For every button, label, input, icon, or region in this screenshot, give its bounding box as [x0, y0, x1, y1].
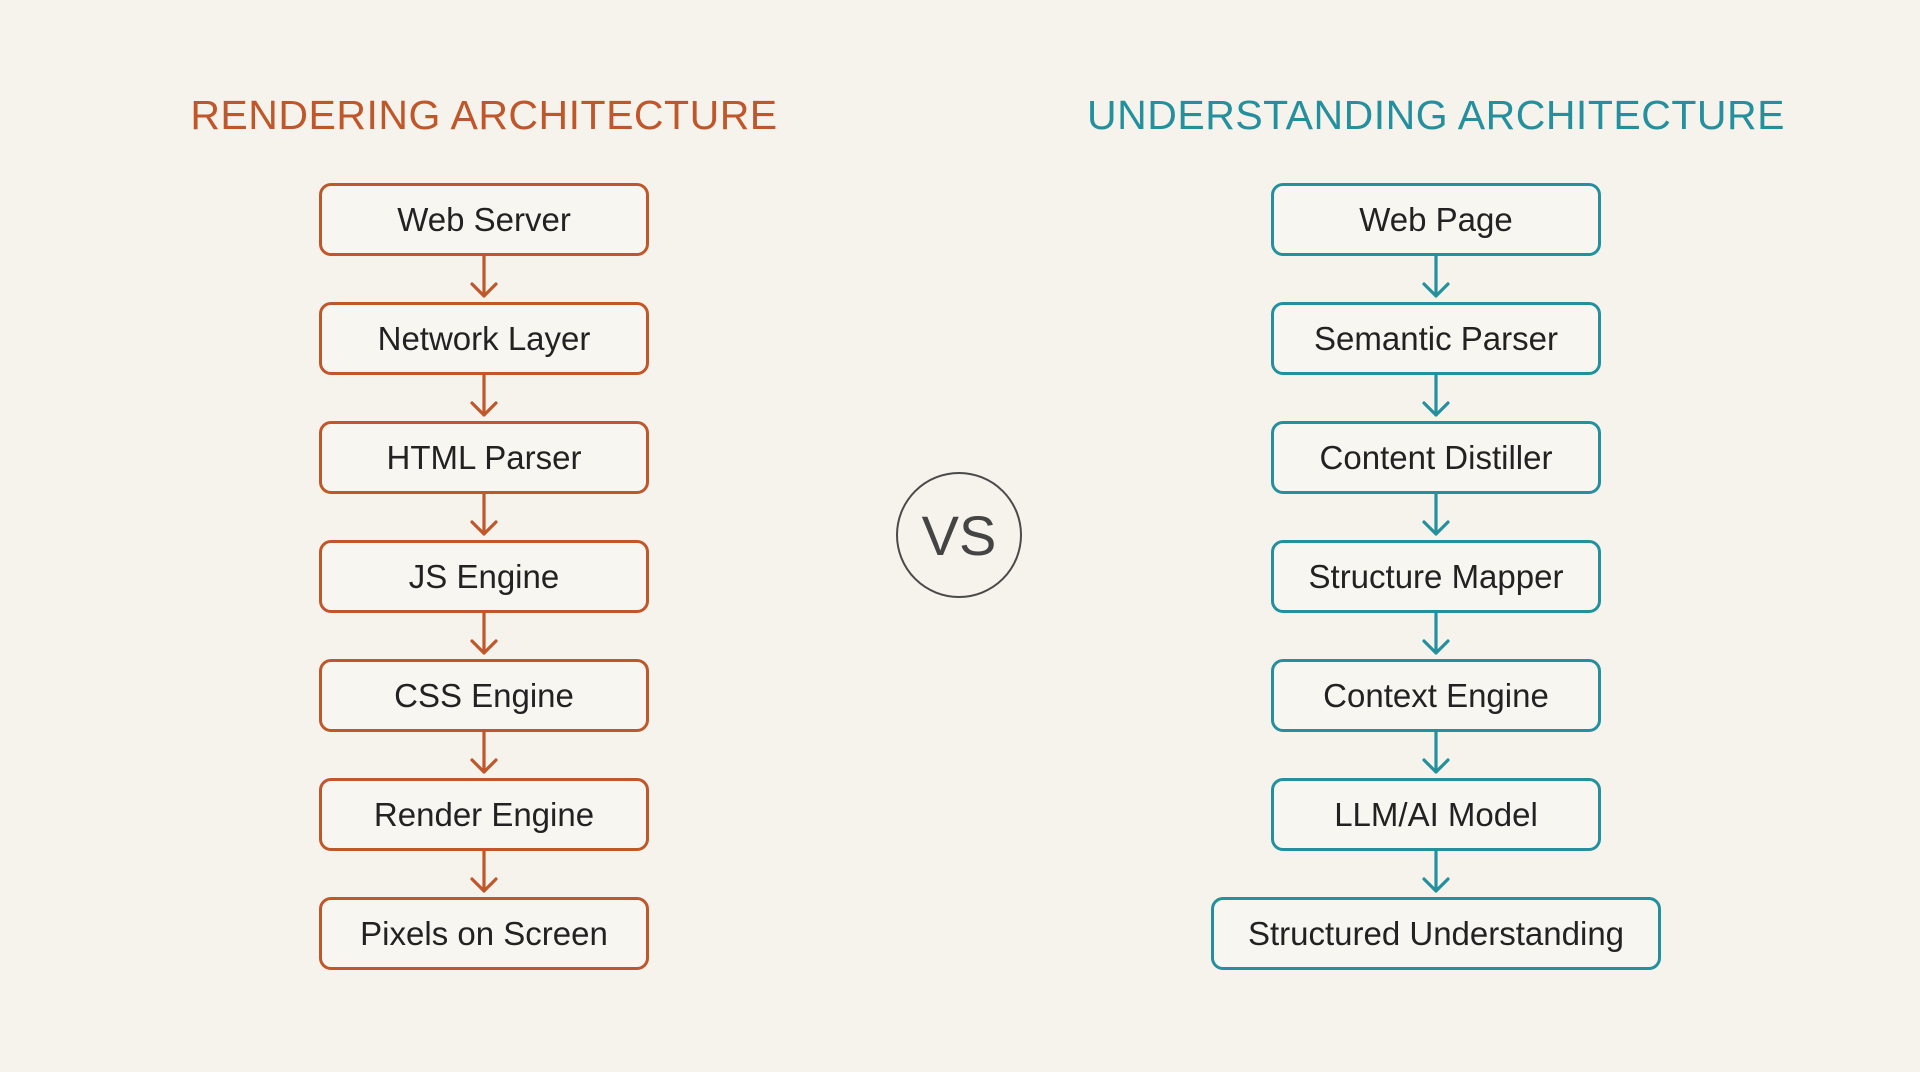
arrow-down-icon [1422, 849, 1450, 893]
flow-step: Web Server [319, 183, 649, 256]
arrow-down-icon [470, 254, 498, 298]
flow-step: LLM/AI Model [1271, 778, 1601, 851]
arrow-down-icon [1422, 254, 1450, 298]
arrow-down-icon [1422, 492, 1450, 536]
arrow-down-icon [1422, 730, 1450, 774]
flow-step: Structured Understanding [1211, 897, 1661, 970]
vs-badge: VS [896, 472, 1022, 598]
arrow-down-icon [470, 730, 498, 774]
rendering-architecture-title: RENDERING ARCHITECTURE [190, 92, 778, 138]
arrow-down-icon [470, 849, 498, 893]
arrow-down-icon [470, 373, 498, 417]
arrow-down-icon [1422, 373, 1450, 417]
arrow-down-icon [470, 492, 498, 536]
flow-step: Pixels on Screen [319, 897, 649, 970]
flow-step: Semantic Parser [1271, 302, 1601, 375]
flow-step: Network Layer [319, 302, 649, 375]
flow-step: Content Distiller [1271, 421, 1601, 494]
flow-step: Context Engine [1271, 659, 1601, 732]
flow-step: JS Engine [319, 540, 649, 613]
flow-step: CSS Engine [319, 659, 649, 732]
flow-step: Structure Mapper [1271, 540, 1601, 613]
flow-step: HTML Parser [319, 421, 649, 494]
arrow-down-icon [470, 611, 498, 655]
arrow-down-icon [1422, 611, 1450, 655]
understanding-architecture-title: UNDERSTANDING ARCHITECTURE [1087, 92, 1785, 138]
flow-step: Render Engine [319, 778, 649, 851]
flow-step: Web Page [1271, 183, 1601, 256]
